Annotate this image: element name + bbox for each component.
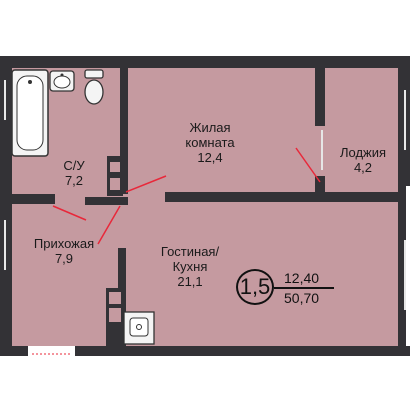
total-area-value: 50,70 <box>284 290 320 306</box>
room-name-line: Лоджия <box>339 145 387 160</box>
ventilation-shaft <box>107 156 123 196</box>
room-area: 7,2 <box>64 173 84 188</box>
room-label-bathroom: С/У 7,2 <box>52 158 96 188</box>
door-marks <box>52 147 321 245</box>
toilet-icon <box>84 69 104 105</box>
kitchen-shaft <box>106 288 124 348</box>
room-area: 12,4 <box>197 150 223 165</box>
room-label-hallway: Прихожая 7,9 <box>26 236 102 266</box>
exterior-walls <box>0 56 410 356</box>
room-name-line: Прихожая <box>33 236 95 251</box>
room-label-kitchen-living: Гостиная/ Кухня 21,1 <box>152 244 228 289</box>
room-area: 21,1 <box>177 274 203 289</box>
apartment-fill <box>5 62 400 352</box>
bathtub-icon <box>11 69 49 157</box>
window-marks <box>4 80 406 310</box>
room-count-badge: 1,5 <box>236 269 274 305</box>
room-name-line: Жилая <box>189 120 231 135</box>
room-area: 4,2 <box>353 160 373 175</box>
living-area-value: 12,40 <box>284 270 320 286</box>
entrance-door-gap <box>28 346 75 356</box>
room-name-line: С/У <box>63 158 85 173</box>
badge-divider <box>274 287 334 289</box>
room-name-line: Кухня <box>172 259 208 274</box>
room-label-loggia: Лоджия 4,2 <box>330 145 396 175</box>
room-name-line: комната <box>185 135 235 150</box>
room-name-line: Гостиная/ <box>160 244 220 259</box>
stove-icon <box>123 311 155 345</box>
sink-icon <box>49 70 75 92</box>
room-label-living-room: Жилая комната 12,4 <box>176 120 244 165</box>
room-area: 7,9 <box>54 251 74 266</box>
